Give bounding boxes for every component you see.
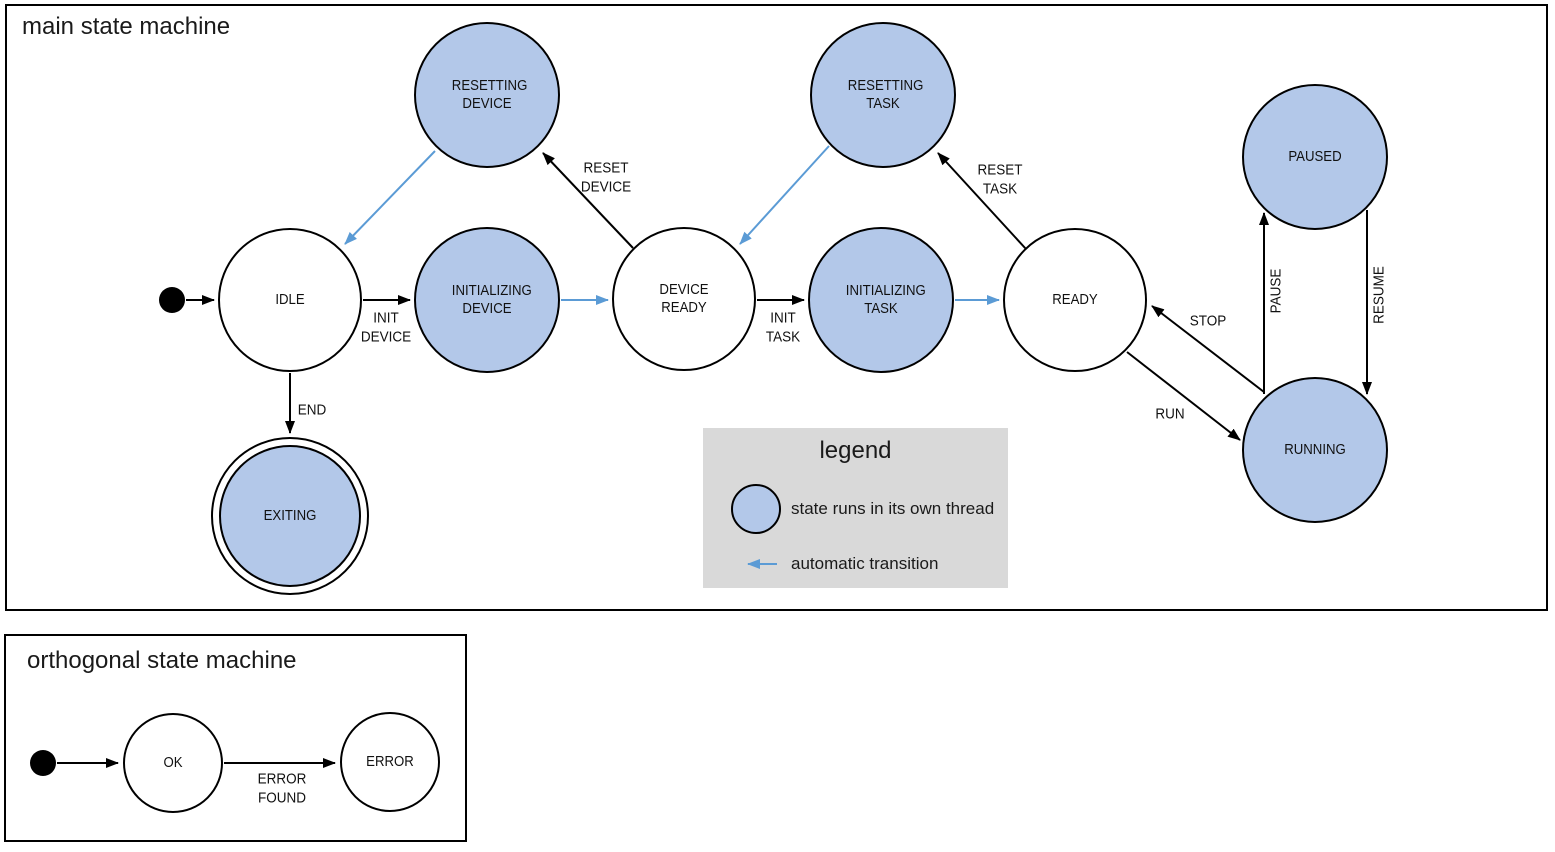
transition-label-init-device: INIT DEVICE <box>360 309 412 345</box>
state-label: RUNNING <box>1284 441 1346 458</box>
orthogonal-panel-title: orthogonal state machine <box>27 647 297 674</box>
legend-item-label: automatic transition <box>791 554 939 573</box>
state-running: RUNNING <box>1242 377 1388 523</box>
state-label: INITIALIZING TASK <box>845 282 926 317</box>
state-error: ERROR <box>340 712 440 812</box>
legend-title: legend <box>819 437 892 464</box>
legend-item-threaded-state: state runs in its own thread <box>731 484 994 534</box>
state-exiting-inner-circle: EXITING <box>219 445 361 587</box>
state-label: PAUSED <box>1288 148 1342 165</box>
state-ok: OK <box>123 713 223 813</box>
initial-state-dot-main <box>159 287 185 313</box>
transition-label-stop: STOP <box>1189 312 1227 330</box>
transition-label-end: END <box>297 401 327 419</box>
transition-label-reset-device: RESET DEVICE <box>580 159 632 195</box>
state-label: READY <box>1052 291 1098 308</box>
state-resetting-device: RESETTING DEVICE <box>414 22 560 168</box>
transition-label-run: RUN <box>1155 405 1185 423</box>
transition-label-error-found: ERROR FOUND <box>257 770 307 806</box>
state-idle: IDLE <box>218 228 362 372</box>
state-label: DEVICE READY <box>659 281 709 316</box>
state-label: ERROR <box>366 753 414 770</box>
state-label: OK <box>163 754 183 771</box>
state-label: RESETTING DEVICE <box>451 77 528 112</box>
transition-label-pause: PAUSE <box>1267 268 1285 314</box>
state-ready: READY <box>1003 228 1147 372</box>
state-exiting-final: EXITING <box>211 437 369 595</box>
state-device-ready: DEVICE READY <box>612 227 756 371</box>
legend-item-label: state runs in its own thread <box>791 499 995 518</box>
legend-box: legend state runs in its own thread auto… <box>703 428 1008 588</box>
threaded-state-swatch-icon <box>731 484 781 534</box>
initial-state-dot-orthogonal <box>30 750 56 776</box>
state-initializing-device: INITIALIZING DEVICE <box>414 227 560 373</box>
state-paused: PAUSED <box>1242 84 1388 230</box>
legend-item-automatic-transition: automatic transition <box>731 554 938 574</box>
main-panel-title: main state machine <box>22 13 231 40</box>
automatic-transition-arrow-icon <box>747 559 777 569</box>
transition-label-reset-task: RESET TASK <box>977 161 1023 197</box>
state-label: RESETTING TASK <box>847 77 924 112</box>
state-label: IDLE <box>275 291 305 308</box>
transition-label-resume: RESUME <box>1370 266 1388 324</box>
state-resetting-task: RESETTING TASK <box>810 22 956 168</box>
state-label: EXITING <box>263 507 317 524</box>
state-label: INITIALIZING DEVICE <box>451 282 532 317</box>
state-initializing-task: INITIALIZING TASK <box>808 227 954 373</box>
transition-label-init-task: INIT TASK <box>765 309 801 345</box>
